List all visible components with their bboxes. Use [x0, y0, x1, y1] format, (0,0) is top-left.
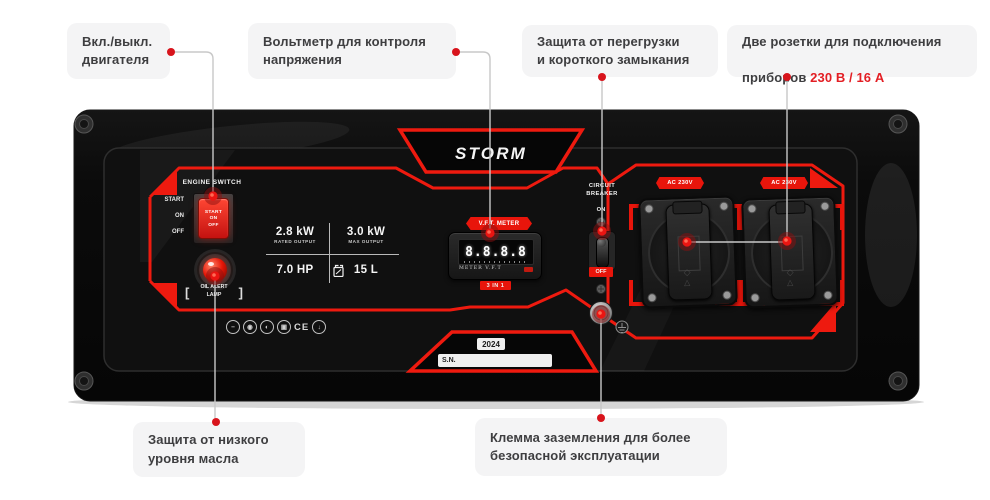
vft-meter-badge: ‹ V.F.T. METER ›	[466, 217, 532, 230]
fuel-can-icon	[333, 264, 344, 277]
breaker-toggle-pivot	[597, 238, 606, 247]
ground-symbol-icon	[615, 320, 629, 334]
breaker-toggle[interactable]	[588, 231, 616, 271]
callout-overload-protection: Защита от перегрузки и короткого замыкан…	[522, 25, 718, 77]
diamond-emboss-icon: ◇	[683, 266, 691, 278]
cert-square-icon: ▣	[277, 320, 291, 334]
callout-ground-terminal: Клемма заземления для более безопасной э…	[475, 418, 727, 476]
vft-badge-label: V.F.T. METER	[478, 220, 520, 227]
socket-hinge	[775, 200, 806, 215]
fuel-capacity-spec: 15 L	[333, 264, 399, 277]
max-output-spec: 3.0 kW MAX OUTPUT	[333, 226, 399, 244]
ground-terminal[interactable]	[589, 301, 613, 325]
oil-label-line2: LAMP	[206, 291, 222, 298]
breaker-title-line1: CIRCUIT	[588, 183, 616, 189]
breaker-off-badge: OFF	[589, 267, 613, 277]
three-in-one-badge: 3 IN 1	[480, 281, 511, 290]
socket-cover[interactable]: ◇ △	[768, 200, 816, 301]
max-label: MAX OUTPUT	[348, 239, 384, 244]
ac-socket-right[interactable]: ◇ △	[741, 195, 839, 309]
voltmeter-button[interactable]	[524, 267, 533, 272]
position-start: START	[164, 197, 184, 203]
oil-label-line1: OIL ALERT	[200, 284, 228, 290]
rocker-start: START	[204, 209, 223, 215]
voltmeter-digits: 8.8.8.8	[465, 244, 527, 260]
ce-mark-icon: CE	[294, 321, 310, 333]
switch-position-labels: START ON OFF	[156, 197, 184, 245]
ac-230v-badge-right: AC 230V	[760, 177, 808, 189]
diamond-emboss-icon: ◇	[786, 266, 794, 278]
bracket-close: ]	[238, 285, 243, 300]
callout-sockets-line2: приборов	[742, 70, 811, 86]
brand-badge-shape	[396, 128, 586, 174]
bracket-open: [	[185, 285, 190, 300]
cert-half-circle-icon: ◐	[260, 320, 274, 334]
serial-number-sticker: S.N.	[438, 354, 552, 367]
certification-icons: − ◉ ◐ ▣ CE ↓	[226, 320, 327, 334]
breaker-on-label: ON	[596, 207, 606, 213]
oil-alert-lamp	[197, 252, 233, 288]
ac-socket-left[interactable]: ◇ △	[638, 195, 738, 309]
oil-alert-lamp-lens	[203, 258, 227, 282]
rated-value: 2.8 kW	[275, 226, 315, 238]
voltmeter-screen-label: METER V.F.T	[459, 266, 502, 271]
ac-230v-badge-left: AC 230V	[656, 177, 704, 189]
rated-output-spec: 2.8 kW RATED OUTPUT	[262, 226, 328, 244]
callout-sockets: Две розетки для подключения приборов 230…	[727, 25, 977, 85]
position-on: ON	[175, 213, 184, 219]
engine-switch-title: ENGINE SWITCH	[182, 179, 242, 186]
cert-circle-dot-icon: ◉	[243, 320, 257, 334]
fuel-value: 15 L	[353, 264, 379, 276]
voltmeter-screen: 8.8.8.8	[458, 239, 534, 265]
rated-label: RATED OUTPUT	[274, 239, 316, 244]
callout-engine-switch: Вкл./выкл. двигателя	[67, 23, 170, 79]
cert-circle-minus-icon: −	[226, 320, 240, 334]
brand-logo: STORM	[454, 144, 528, 163]
triangle-emboss-icon: △	[786, 277, 794, 288]
callout-oil-protection: Защита от низкого уровня масла	[133, 422, 305, 477]
callout-sockets-rating: 230 В / 16 А	[810, 70, 885, 86]
circuit-breaker-title: CIRCUIT BREAKER	[578, 183, 626, 198]
cert-arrow-down-icon: ↓	[312, 320, 327, 334]
triangle-emboss-icon: △	[683, 277, 691, 288]
socket-cover[interactable]: ◇ △	[665, 200, 713, 301]
engine-switch-rocker[interactable]: START ON OFF	[198, 198, 229, 239]
rocker-on: ON	[209, 216, 218, 221]
oil-alert-label: [ OIL ALERT LAMP ]	[185, 284, 243, 300]
callout-voltmeter: Вольтметр для контроля напряжения	[248, 23, 456, 79]
max-value: 3.0 kW	[346, 226, 386, 238]
hp-value: 7.0 HP	[276, 264, 314, 276]
engine-switch-bezel: START ON OFF	[193, 193, 234, 244]
horsepower-spec: 7.0 HP	[262, 264, 328, 276]
position-off: OFF	[172, 229, 184, 235]
voltmeter-display: 8.8.8.8 METER V.F.T	[448, 232, 542, 280]
corner-screw	[74, 114, 908, 391]
voltmeter-ticks	[464, 261, 528, 263]
breaker-title-line2: BREAKER	[586, 190, 618, 197]
specs-grid: 2.8 kW RATED OUTPUT 3.0 kW MAX OUTPUT 7.…	[262, 222, 402, 284]
socket-hinge	[672, 200, 703, 215]
rocker-off: OFF	[208, 222, 219, 228]
year-sticker: 2024	[477, 338, 505, 350]
callout-sockets-line1: Две розетки для подключения	[742, 33, 942, 49]
